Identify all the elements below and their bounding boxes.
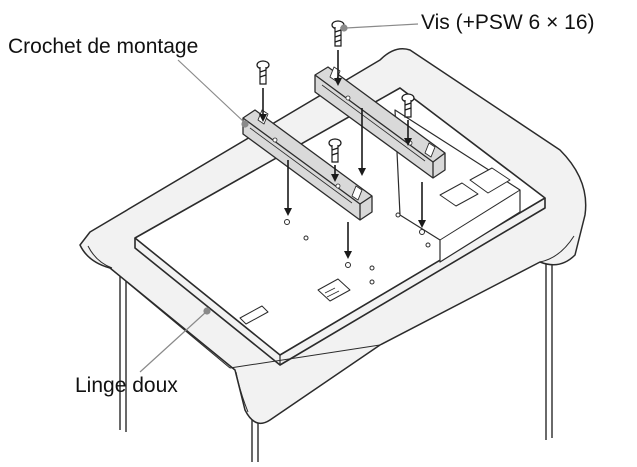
screw-3-icon bbox=[401, 93, 415, 118]
leader-lines bbox=[139, 23, 419, 373]
screw-2-icon bbox=[256, 60, 270, 85]
down-arrow-icon bbox=[259, 50, 426, 259]
leader-cloth bbox=[139, 311, 207, 373]
screw-label: Vis (+PSW 6 × 16) bbox=[421, 11, 595, 34]
mounting-bracket-label: Crochet de montage bbox=[8, 35, 199, 58]
mounting-bracket-right bbox=[314, 66, 446, 179]
screw-1-icon bbox=[331, 20, 345, 47]
table-leg-left bbox=[119, 270, 127, 432]
table-leg-right bbox=[545, 260, 553, 440]
screw-icon bbox=[256, 20, 415, 163]
leader-bracket bbox=[177, 59, 245, 123]
soft-cloth-label: Linge doux bbox=[75, 374, 178, 397]
leader-screw bbox=[345, 23, 419, 29]
screw-4-icon bbox=[328, 138, 342, 163]
